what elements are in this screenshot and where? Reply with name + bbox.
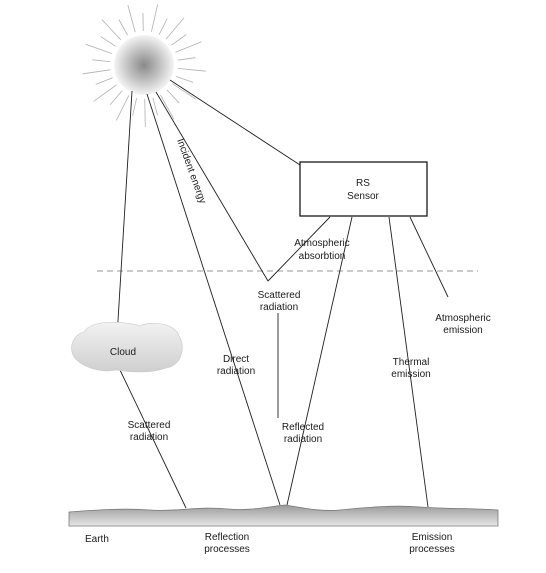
sun-ray bbox=[101, 19, 122, 41]
sun-ray bbox=[95, 77, 113, 85]
sun-ray bbox=[177, 68, 206, 72]
emission-processes-label-2: processes bbox=[409, 544, 455, 555]
sun-ray bbox=[175, 41, 202, 53]
sun-ray bbox=[127, 4, 136, 33]
sun-ray bbox=[171, 34, 187, 46]
rs-sensor: RS Sensor bbox=[299, 161, 428, 217]
path-sun-to-scatter bbox=[155, 91, 269, 282]
sun-ray bbox=[177, 57, 196, 61]
sensor-label-line2: Sensor bbox=[347, 191, 379, 202]
atmospheric-absorbtion-label-2: absorbtion bbox=[299, 251, 346, 262]
cloud-label: Cloud bbox=[110, 347, 136, 358]
sun-ray bbox=[82, 69, 111, 75]
sun-ray bbox=[109, 90, 123, 105]
scattered-radiation-upper-label-1: Scattered bbox=[258, 290, 301, 301]
sun-ray bbox=[175, 76, 194, 83]
reflected-radiation-label-1: Reflected bbox=[282, 422, 324, 433]
sun-ray bbox=[160, 94, 175, 120]
reflection-processes-label-1: Reflection bbox=[205, 532, 249, 543]
sun-ray bbox=[158, 18, 168, 35]
path-sun-to-cloud bbox=[116, 90, 133, 338]
scattered-radiation-lower-label-1: Scattered bbox=[128, 420, 171, 431]
sun-ray bbox=[151, 4, 158, 32]
sun-ray bbox=[92, 59, 111, 62]
path-scatter-to-sensor bbox=[267, 216, 331, 282]
sun-ray bbox=[100, 36, 116, 47]
direct-radiation-label-1: Direct bbox=[223, 354, 249, 365]
path-sun-to-sensor bbox=[169, 79, 301, 166]
sun-ray bbox=[166, 89, 180, 104]
sun-ray bbox=[144, 98, 146, 128]
path-atmospheric-emission bbox=[409, 216, 449, 298]
path-cloud-scatter bbox=[119, 369, 187, 509]
sun-ray bbox=[118, 19, 128, 36]
atmospheric-absorbtion-label-1: Atmospheric bbox=[294, 238, 350, 249]
emission-processes-label-1: Emission bbox=[412, 532, 453, 543]
sun-ray bbox=[85, 43, 113, 54]
reflected-radiation-label-2: radiation bbox=[284, 434, 322, 445]
path-reflected-to-sensor bbox=[286, 216, 353, 506]
scattered-radiation-upper-label-2: radiation bbox=[260, 302, 298, 313]
cloud-shape bbox=[71, 321, 183, 373]
path-thermal-emission bbox=[388, 216, 429, 508]
sun-ray bbox=[172, 83, 196, 100]
earth-label: Earth bbox=[85, 534, 109, 545]
sun-ray bbox=[165, 17, 185, 40]
sun-ray bbox=[115, 95, 130, 121]
radiation-paths bbox=[116, 79, 449, 509]
sun-ray bbox=[93, 84, 117, 102]
sun-ray bbox=[152, 97, 158, 116]
sensor-label-line1: RS bbox=[356, 178, 370, 189]
scattered-radiation-lower-label-2: radiation bbox=[130, 432, 168, 443]
atmospheric-emission-label-1: Atmospheric bbox=[435, 313, 491, 324]
path-sun-direct bbox=[146, 93, 281, 506]
sun-ray bbox=[132, 98, 137, 116]
reflection-processes-label-2: processes bbox=[204, 544, 250, 555]
sun-icon bbox=[82, 4, 206, 128]
thermal-emission-label-1: Thermal bbox=[393, 357, 430, 368]
direct-radiation-label-2: radiation bbox=[217, 366, 255, 377]
thermal-emission-label-2: emission bbox=[391, 369, 430, 380]
earth-surface bbox=[68, 504, 499, 527]
atmospheric-emission-label-2: emission bbox=[443, 325, 482, 336]
